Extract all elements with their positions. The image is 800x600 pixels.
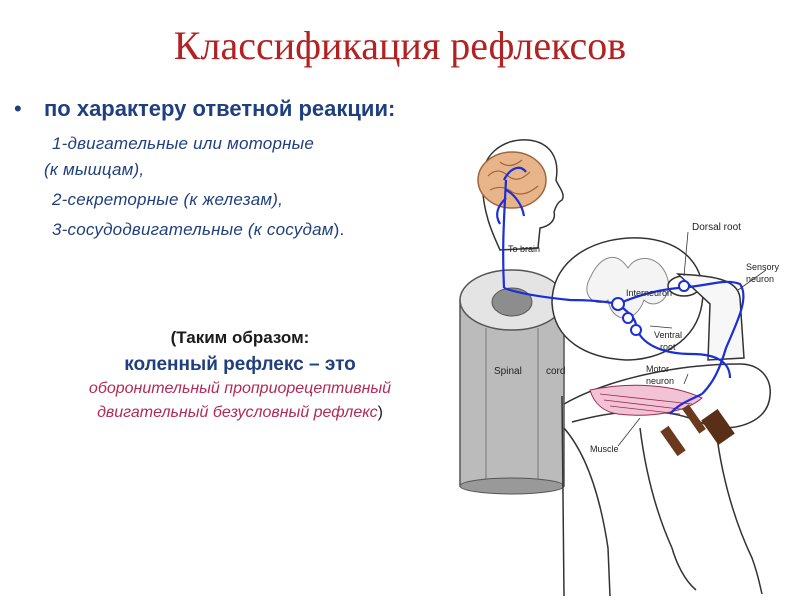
section-heading: по характеру ответной реакции: [44,96,396,121]
label-to-brain: To brain [508,244,540,254]
interneuron-node [622,312,634,324]
list-item: 3-сосудодвигательные (к сосудам). [52,220,344,240]
label-ventral-root-2: root [660,342,676,352]
label-interneuron: Interneuron [626,288,672,298]
brain-icon [477,151,547,209]
motor-neuron-node [630,324,642,336]
label-muscle: Muscle [590,444,619,454]
interneuron-node [611,297,625,311]
summary-definition-text: двигательный безусловный рефлекс [97,404,378,421]
list-item-text: 3-сосудодвигательные (к сосудам [52,220,334,239]
label-sensory-neuron: Sensory [746,262,780,272]
list-item-tail: ). [333,220,345,239]
label-motor-neuron-2: neuron [646,376,674,386]
list-item: 1-двигательные или моторные [52,134,315,153]
peripheral-nerve [675,273,745,361]
quadriceps-muscle [589,384,703,416]
page-title: Классификация рефлексов [173,23,627,68]
label-dorsal-root: Dorsal root [692,222,741,233]
summary-subject: коленный рефлекс – это [124,354,356,375]
list-item: 2-секреторные (к железам), [52,190,283,209]
leg-outline [561,363,771,596]
label-ventral-root: Ventral [654,330,682,340]
label-spinal: Spinal [494,366,522,377]
bullet-symbol: • [14,96,22,121]
reflex-hammer-icon [660,404,735,457]
label-cord: cord [546,366,565,377]
summary-intro: (Таким образом: [170,328,310,347]
summary-definition-line2: двигательный безусловный рефлекс) [40,404,440,422]
summary-definition-line1: оборонительный проприорецептивный [88,380,392,397]
knee-reflex-diagram: Dorsal root Sensory neuron To brain Inte… [459,139,780,596]
summary-close-paren: ) [377,404,383,421]
list-item: (к мышцам), [44,160,145,179]
label-sensory-neuron-2: neuron [746,274,774,284]
brain-folds [487,159,539,195]
spinal-cord-column [459,269,565,495]
label-motor-neuron: Motor [646,364,669,374]
leader-lines [617,231,767,447]
sensory-neuron-node [678,280,690,292]
